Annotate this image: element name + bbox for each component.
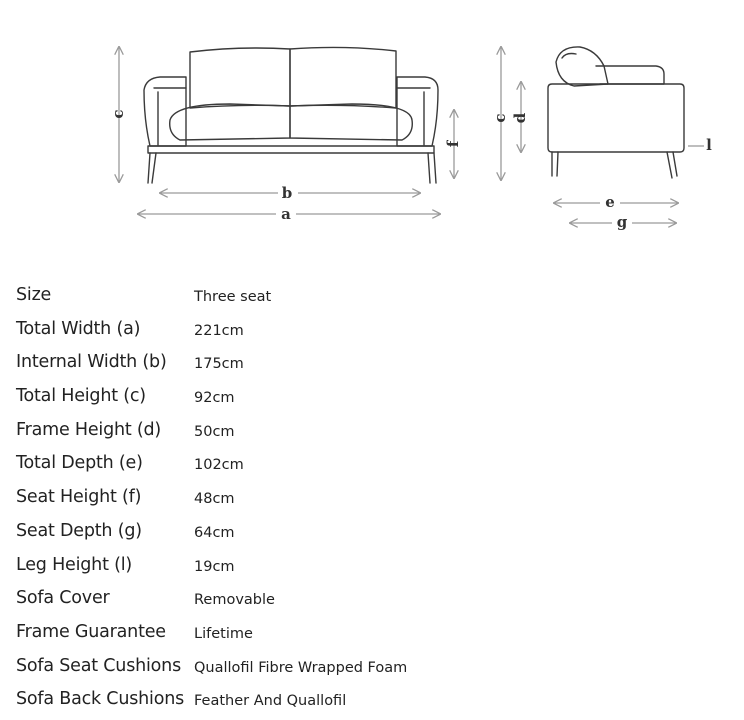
spec-label: Sofa Cover [16,588,110,609]
dim-label-c-side: c [491,113,509,122]
spec-label: Sofa Seat Cushions [16,655,181,676]
dimension-diagram: c f b a c d [0,0,744,262]
spec-row-leg-height: Leg Height (l) 19cm [16,551,736,585]
spec-label: Internal Width (b) [16,352,167,373]
spec-value: 92cm [194,390,235,407]
spec-value: 48cm [194,491,235,508]
spec-row-frame-guarantee: Frame Guarantee Lifetime [16,618,736,652]
specifications-table: Size Three seat Total Width (a) 221cm In… [16,281,736,719]
spec-value: Three seat [194,289,272,305]
dim-label-d: d [511,112,529,123]
spec-label: Seat Height (f) [16,487,142,508]
dim-label-b: b [282,184,293,202]
spec-value: 221cm [194,322,244,339]
spec-label: Seat Depth (g) [16,520,142,541]
spec-row-sofa-cover: Sofa Cover Removable [16,584,736,618]
dim-label-e: e [605,193,615,211]
spec-row-size: Size Three seat [16,281,736,315]
spec-label: Frame Height (d) [16,419,162,440]
spec-value: 64cm [194,524,235,541]
spec-label: Total Width (a) [16,318,141,339]
spec-row-total-depth: Total Depth (e) 102cm [16,449,736,483]
spec-label: Total Depth (e) [16,453,143,474]
spec-value: 175cm [194,356,244,373]
dim-label-c-front: c [109,109,127,118]
spec-label: Size [16,285,52,305]
spec-label: Sofa Back Cushions [16,689,185,710]
sofa-side-view [547,46,685,179]
spec-value: Lifetime [194,625,253,642]
spec-value: Removable [194,592,275,609]
spec-value: Quallofil Fibre Wrapped Foam [194,659,408,676]
spec-row-total-height: Total Height (c) 92cm [16,382,736,416]
dim-label-a: a [281,205,291,223]
spec-row-frame-height: Frame Height (d) 50cm [16,416,736,450]
spec-row-seat-depth: Seat Depth (g) 64cm [16,517,736,551]
spec-row-back-cushions: Sofa Back Cushions Feather And Quallofil [16,685,736,719]
spec-value: 102cm [194,457,244,474]
dim-label-f: f [444,139,462,147]
spec-row-total-width: Total Width (a) 221cm [16,315,736,349]
dim-label-g: g [617,213,628,231]
spec-row-internal-width: Internal Width (b) 175cm [16,348,736,382]
spec-row-seat-cushions: Sofa Seat Cushions Quallofil Fibre Wrapp… [16,652,736,686]
spec-value: Feather And Quallofil [194,693,347,710]
front-dimension-lines [119,47,454,214]
spec-value: 19cm [194,558,235,575]
spec-value: 50cm [194,423,235,440]
spec-row-seat-height: Seat Height (f) 48cm [16,483,736,517]
dim-label-l: l [706,136,712,154]
sofa-front-view [143,46,439,184]
spec-label: Leg Height (l) [16,554,133,575]
spec-label: Frame Guarantee [16,621,166,642]
spec-label: Total Height (c) [16,386,146,407]
side-dimension-lines [501,47,704,223]
